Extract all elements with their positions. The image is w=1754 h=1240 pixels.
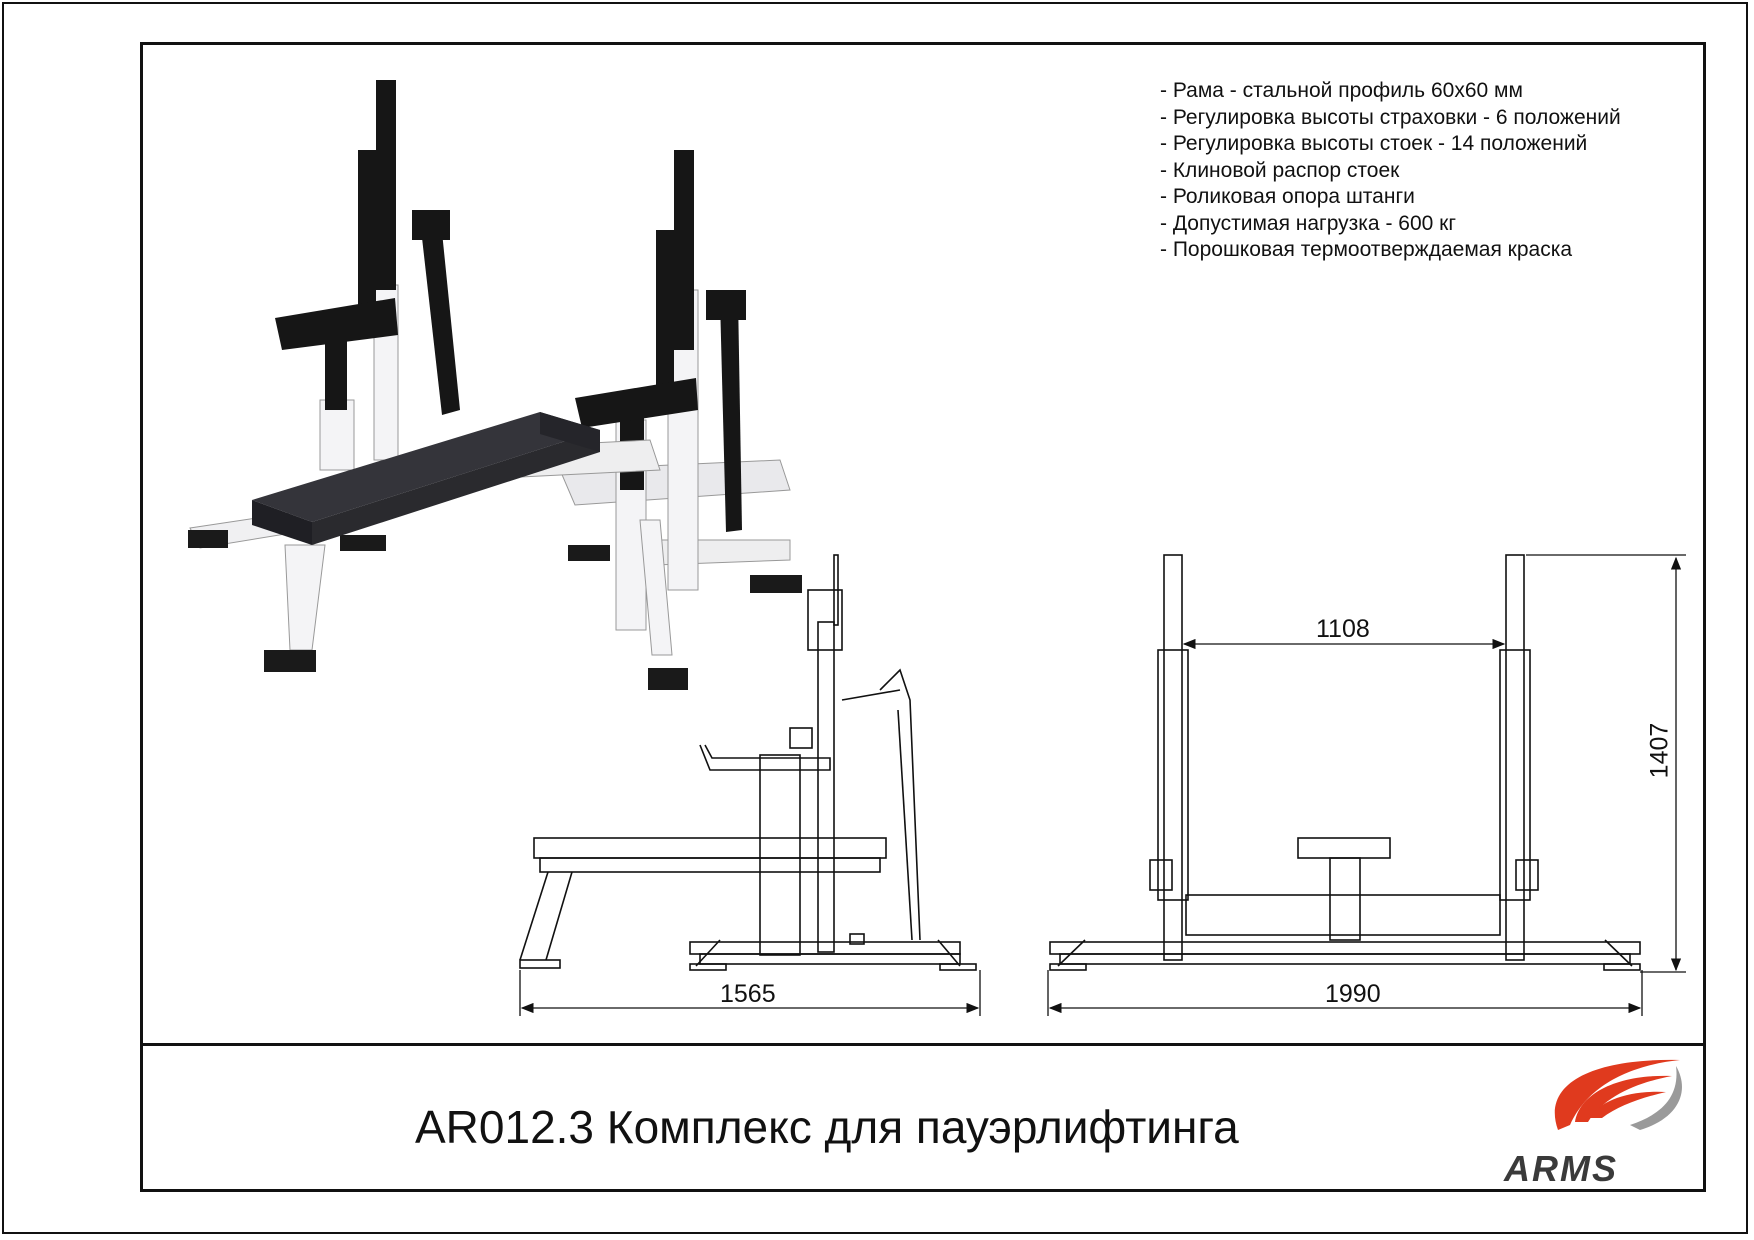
dimension-height: 1407 xyxy=(1645,722,1674,779)
dimension-side-length: 1565 xyxy=(720,980,776,1008)
spec-item: - Регулировка высоты страховки - 6 полож… xyxy=(1160,105,1621,129)
spec-item: - Клиновой распор стоек xyxy=(1160,158,1400,182)
side-view-drawing xyxy=(519,554,977,971)
spec-item: - Порошковая термоотверждаемая краска xyxy=(1160,238,1573,261)
drawing-title: AR012.3 Комплекс для пауэрлифтинга xyxy=(415,1101,1239,1153)
title-block-divider xyxy=(140,1043,1706,1046)
arms-logo-mark xyxy=(1554,1059,1682,1130)
spec-item: - Регулировка высоты стоек - 14 положени… xyxy=(1160,132,1588,155)
dimension-lines xyxy=(519,554,1686,1016)
spec-item: - Допустимая нагрузка - 600 кг xyxy=(1160,211,1456,235)
dimension-inner-width: 1108 xyxy=(1316,615,1370,643)
drawing-frame xyxy=(140,42,1706,1192)
front-view-drawing xyxy=(1049,554,1641,971)
arms-logo-text: ARMS xyxy=(1504,1148,1618,1189)
spec-list: - Рама - стальной профиль 60х60 мм - Рег… xyxy=(1160,78,1621,264)
product-render xyxy=(188,80,802,690)
dimension-front-width: 1990 xyxy=(1325,980,1381,1008)
spec-item: - Роликовая опора штанги xyxy=(1160,185,1415,208)
spec-item: - Рама - стальной профиль 60х60 мм xyxy=(1160,79,1523,102)
